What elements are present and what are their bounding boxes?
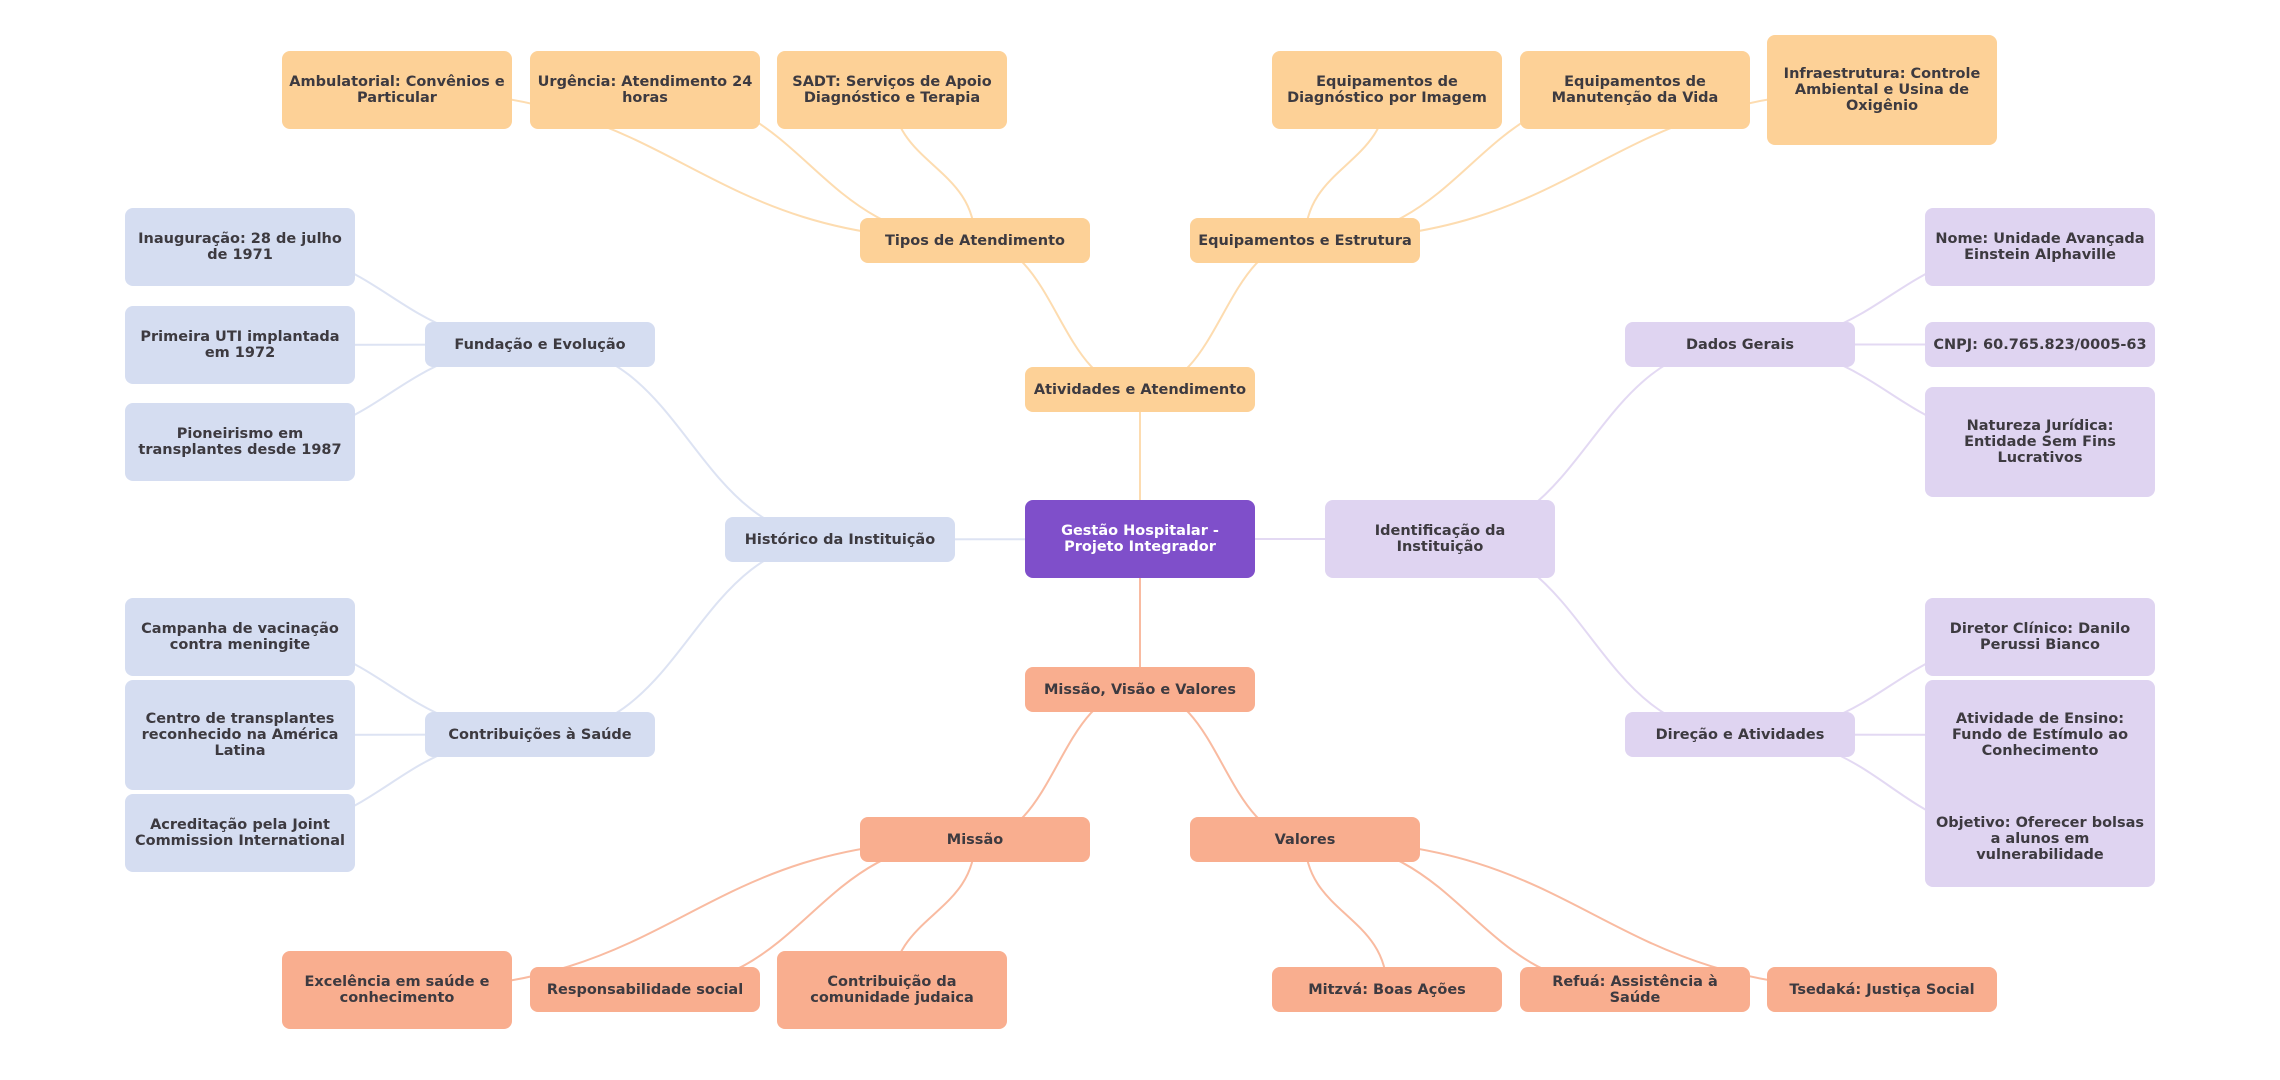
atividade-ensino-node[interactable]: Atividade de Ensino: Fundo de Estímulo a… — [1925, 680, 2155, 790]
excelencia-node[interactable]: Excelência em saúde e conhecimento — [282, 951, 512, 1029]
inauguracao-node[interactable]: Inauguração: 28 de julho de 1971 — [125, 208, 355, 286]
mitzva-node[interactable]: Mitzvá: Boas Ações — [1272, 967, 1502, 1012]
dados-gerais-node[interactable]: Dados Gerais — [1625, 322, 1855, 367]
nome-node[interactable]: Nome: Unidade Avançada Einstein Alphavil… — [1925, 208, 2155, 286]
sadt-node[interactable]: SADT: Serviços de Apoio Diagnóstico e Te… — [777, 51, 1007, 129]
branch-atividades-node[interactable]: Atividades e Atendimento — [1025, 367, 1255, 412]
branch-identificacao-node[interactable]: Identificação da Instituição — [1325, 500, 1555, 578]
branch-missao-visao-valores-node[interactable]: Missão, Visão e Valores — [1025, 667, 1255, 712]
responsabilidade-social-node[interactable]: Responsabilidade social — [530, 967, 760, 1012]
primeira-uti-node[interactable]: Primeira UTI implantada em 1972 — [125, 306, 355, 384]
contribuicoes-saude-node[interactable]: Contribuições à Saúde — [425, 712, 655, 757]
equipamentos-manutencao-node[interactable]: Equipamentos de Manutenção da Vida — [1520, 51, 1750, 129]
refua-node[interactable]: Refuá: Assistência à Saúde — [1520, 967, 1750, 1012]
branch-historico-node[interactable]: Histórico da Instituição — [725, 517, 955, 562]
comunidade-judaica-node[interactable]: Contribuição da comunidade judaica — [777, 951, 1007, 1029]
connector-historico-fundacao — [539, 343, 841, 541]
cnpj-node[interactable]: CNPJ: 60.765.823/0005-63 — [1925, 322, 2155, 367]
natureza-juridica-node[interactable]: Natureza Jurídica: Entidade Sem Fins Luc… — [1925, 387, 2155, 497]
connector-historico-contribuicoes — [539, 538, 841, 736]
ambulatorial-node[interactable]: Ambulatorial: Convênios e Particular — [282, 51, 512, 129]
vacinacao-node[interactable]: Campanha de vacinação contra meningite — [125, 598, 355, 676]
tipos-atendimento-node[interactable]: Tipos de Atendimento — [860, 218, 1090, 263]
diretor-clinico-node[interactable]: Diretor Clínico: Danilo Perussi Bianco — [1925, 598, 2155, 676]
equipamentos-diagnostico-node[interactable]: Equipamentos de Diagnóstico por Imagem — [1272, 51, 1502, 129]
tsedaka-node[interactable]: Tsedaká: Justiça Social — [1767, 967, 1997, 1012]
acreditacao-node[interactable]: Acreditação pela Joint Commission Intern… — [125, 794, 355, 872]
pioneirismo-node[interactable]: Pioneirismo em transplantes desde 1987 — [125, 403, 355, 481]
infraestrutura-node[interactable]: Infraestrutura: Controle Ambiental e Usi… — [1767, 35, 1997, 145]
equipamentos-estrutura-node[interactable]: Equipamentos e Estrutura — [1190, 218, 1420, 263]
urgencia-node[interactable]: Urgência: Atendimento 24 horas — [530, 51, 760, 129]
connector-valores-mitzva — [1304, 839, 1388, 990]
valores-node[interactable]: Valores — [1190, 817, 1420, 862]
direcao-atividades-node[interactable]: Direção e Atividades — [1625, 712, 1855, 757]
fundacao-evolucao-node[interactable]: Fundação e Evolução — [425, 322, 655, 367]
objetivo-node[interactable]: Objetivo: Oferecer bolsas a alunos em vu… — [1925, 790, 2155, 887]
root-node[interactable]: Gestão Hospitalar - Projeto Integrador — [1025, 500, 1255, 578]
centro-transplantes-node[interactable]: Centro de transplantes reconhecido na Am… — [125, 680, 355, 790]
missao-node[interactable]: Missão — [860, 817, 1090, 862]
